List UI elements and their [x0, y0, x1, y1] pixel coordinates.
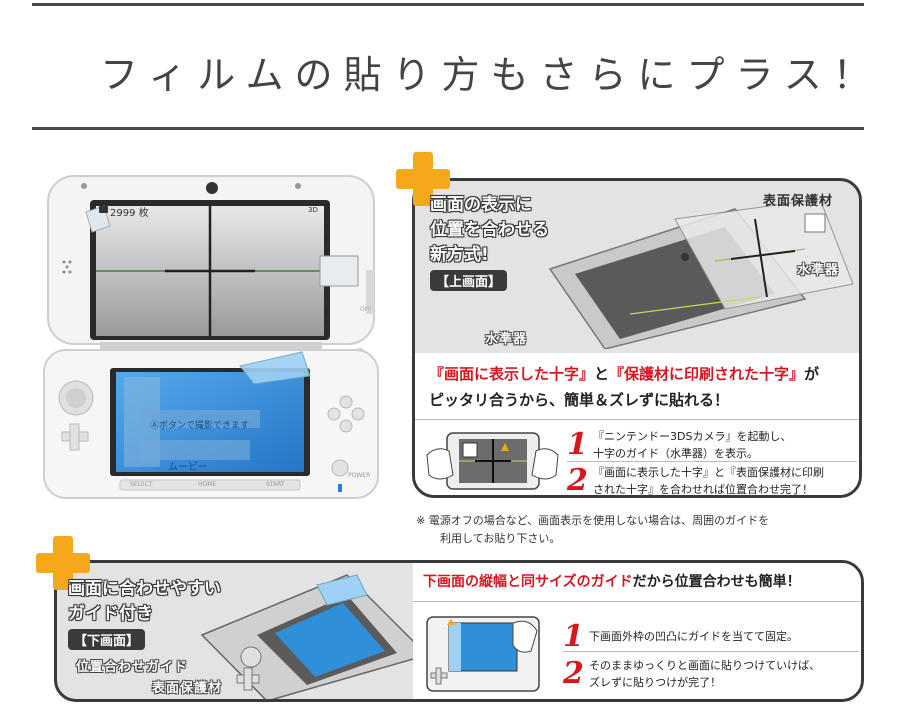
step-number: 2	[567, 463, 588, 498]
home-label: HOME	[198, 481, 217, 488]
power-label: POWER	[348, 472, 371, 479]
bottom-button-hint: Ⓐボタンで撮影できます	[150, 421, 250, 431]
3ds-device-illustration	[43, 175, 379, 499]
step-line: された十字』を合わせれば位置合わせ完了！	[593, 482, 813, 496]
step-line: 『ニンテンドー3DSカメラ』を起動し、	[593, 429, 792, 443]
top-section-title: 画面の表示に 位置を合わせる 新方式!	[430, 193, 549, 268]
msg-part3: 『保護材に印刷された十字』	[609, 365, 805, 383]
start-label: START	[266, 481, 285, 488]
msg-part1: 『画面に表示した十字』	[429, 365, 595, 383]
off-label: OFF	[360, 306, 372, 313]
top-message-box: 『画面に表示した十字』と『保護材に印刷された十字』が ピッタリ合うから、簡単＆ズ…	[415, 353, 859, 498]
headline-rule	[32, 127, 864, 130]
top-rule	[32, 3, 864, 6]
step-number: 1	[567, 427, 588, 462]
camera-icon	[99, 206, 108, 213]
bottom-screen-illustration	[200, 574, 429, 699]
select-label: SELECT	[130, 481, 153, 488]
power-off-note: ※ 電源オフの場合など、画面表示を使用しない場合は、周囲のガイドを 利用してお貼…	[416, 512, 769, 548]
note-line: ※ 電源オフの場合など、画面表示を使用しない場合は、周囲のガイドを	[416, 514, 770, 527]
step-line: ズレずに貼りつけが完了！	[589, 675, 722, 689]
callout-level-right: 水準器	[797, 263, 840, 278]
headline: フィルムの貼り方もさらにプラス！	[100, 53, 882, 97]
step-text: そのままゆっくりと画面に貼りつけていけば、 ズレずに貼りつけが完了！	[589, 657, 820, 691]
bottom-tab-label: ムービー	[168, 462, 208, 473]
callout-bottom-protector: 表面保護材	[152, 681, 223, 696]
title-line: 位置を合わせる	[430, 220, 549, 240]
top-section-tag: 【上画面】	[430, 270, 508, 291]
top-divider	[415, 419, 859, 420]
bottom-message-line: 下画面の縦幅と同サイズのガイドだから位置合わせも簡単！	[423, 569, 801, 595]
photo-count: 2999 枚	[110, 208, 149, 219]
bottom-msg-part2: だから位置合わせも簡単！	[632, 574, 801, 590]
bottom-msg-part1: 下画面の縦幅と同サイズのガイド	[423, 574, 633, 590]
bottom-step-2: 2 そのままゆっくりと画面に貼りつけていけば、 ズレずに貼りつけが完了！	[563, 656, 820, 691]
step-line: そのままゆっくりと画面に貼りつけていけば、	[589, 658, 821, 672]
top-screen-panel: 表面保護材 水準器 水準器 『画面に表示した十字』と『保護材に印刷された十字』が…	[412, 178, 862, 498]
top-step-illustration	[426, 432, 559, 490]
note-line: 利用してお貼り下さい。	[440, 532, 561, 545]
top-step-divider	[567, 461, 857, 462]
top-screen-illustration	[548, 198, 854, 349]
bottom-step-divider	[563, 651, 859, 652]
step-text: 『ニンテンドー3DSカメラ』を起動し、 十字のガイド（水準器）を表示。	[593, 428, 791, 462]
step-number: 2	[563, 656, 584, 691]
step-text: 下画面外枠の凹凸にガイドを当てて固定。	[589, 630, 798, 643]
step-line: 十字のガイド（水準器）を表示。	[593, 446, 758, 460]
bottom-step-1: 1 下画面外枠の凹凸にガイドを当てて固定。	[563, 619, 798, 654]
bottom-message-box: 下画面の縦幅と同サイズのガイドだから位置合わせも簡単！ 1 下画面外枠の凹凸にガ…	[413, 563, 861, 699]
step-text: 『画面に表示した十字』と『表面保護材に印刷 された十字』を合わせれば位置合わせ完…	[593, 464, 824, 496]
step-line: 『画面に表示した十字』と『表面保護材に印刷	[593, 465, 824, 479]
top-message-line1: 『画面に表示した十字』と『保護材に印刷された十字』が	[429, 361, 819, 387]
bottom-section-title: 画面に合わせやすい ガイド付き	[68, 577, 221, 627]
plus-icon	[396, 152, 450, 206]
callout-protector: 表面保護材	[763, 194, 834, 209]
title-line: 画面に合わせやすい	[68, 579, 221, 599]
bottom-step-illustration	[426, 616, 540, 692]
callout-guide: 位置合わせガイド	[76, 660, 189, 675]
top-step-2: 2 『画面に表示した十字』と『表面保護材に印刷 された十字』を合わせれば位置合わ…	[567, 463, 824, 498]
title-line: ガイド付き	[68, 604, 153, 624]
badge-3d: 3D	[308, 206, 318, 214]
step-number: 1	[563, 619, 584, 654]
top-message-line2: ピッタリ合うから、簡単＆ズレずに貼れる！	[429, 391, 730, 409]
top-step-1: 1 『ニンテンドー3DSカメラ』を起動し、 十字のガイド（水準器）を表示。	[567, 427, 791, 462]
msg-part2: と	[594, 365, 610, 383]
msg-part4: が	[804, 365, 820, 383]
plus-icon	[36, 536, 90, 590]
title-line: 画面の表示に	[430, 195, 532, 215]
callout-level-left: 水準器	[485, 332, 528, 347]
bottom-screen-panel: 下画面の縦幅と同サイズのガイドだから位置合わせも簡単！ 1 下画面外枠の凹凸にガ…	[54, 560, 864, 702]
title-line: 新方式!	[430, 245, 489, 265]
bottom-section-tag: 【下画面】	[68, 629, 146, 650]
bottom-divider	[413, 601, 861, 602]
